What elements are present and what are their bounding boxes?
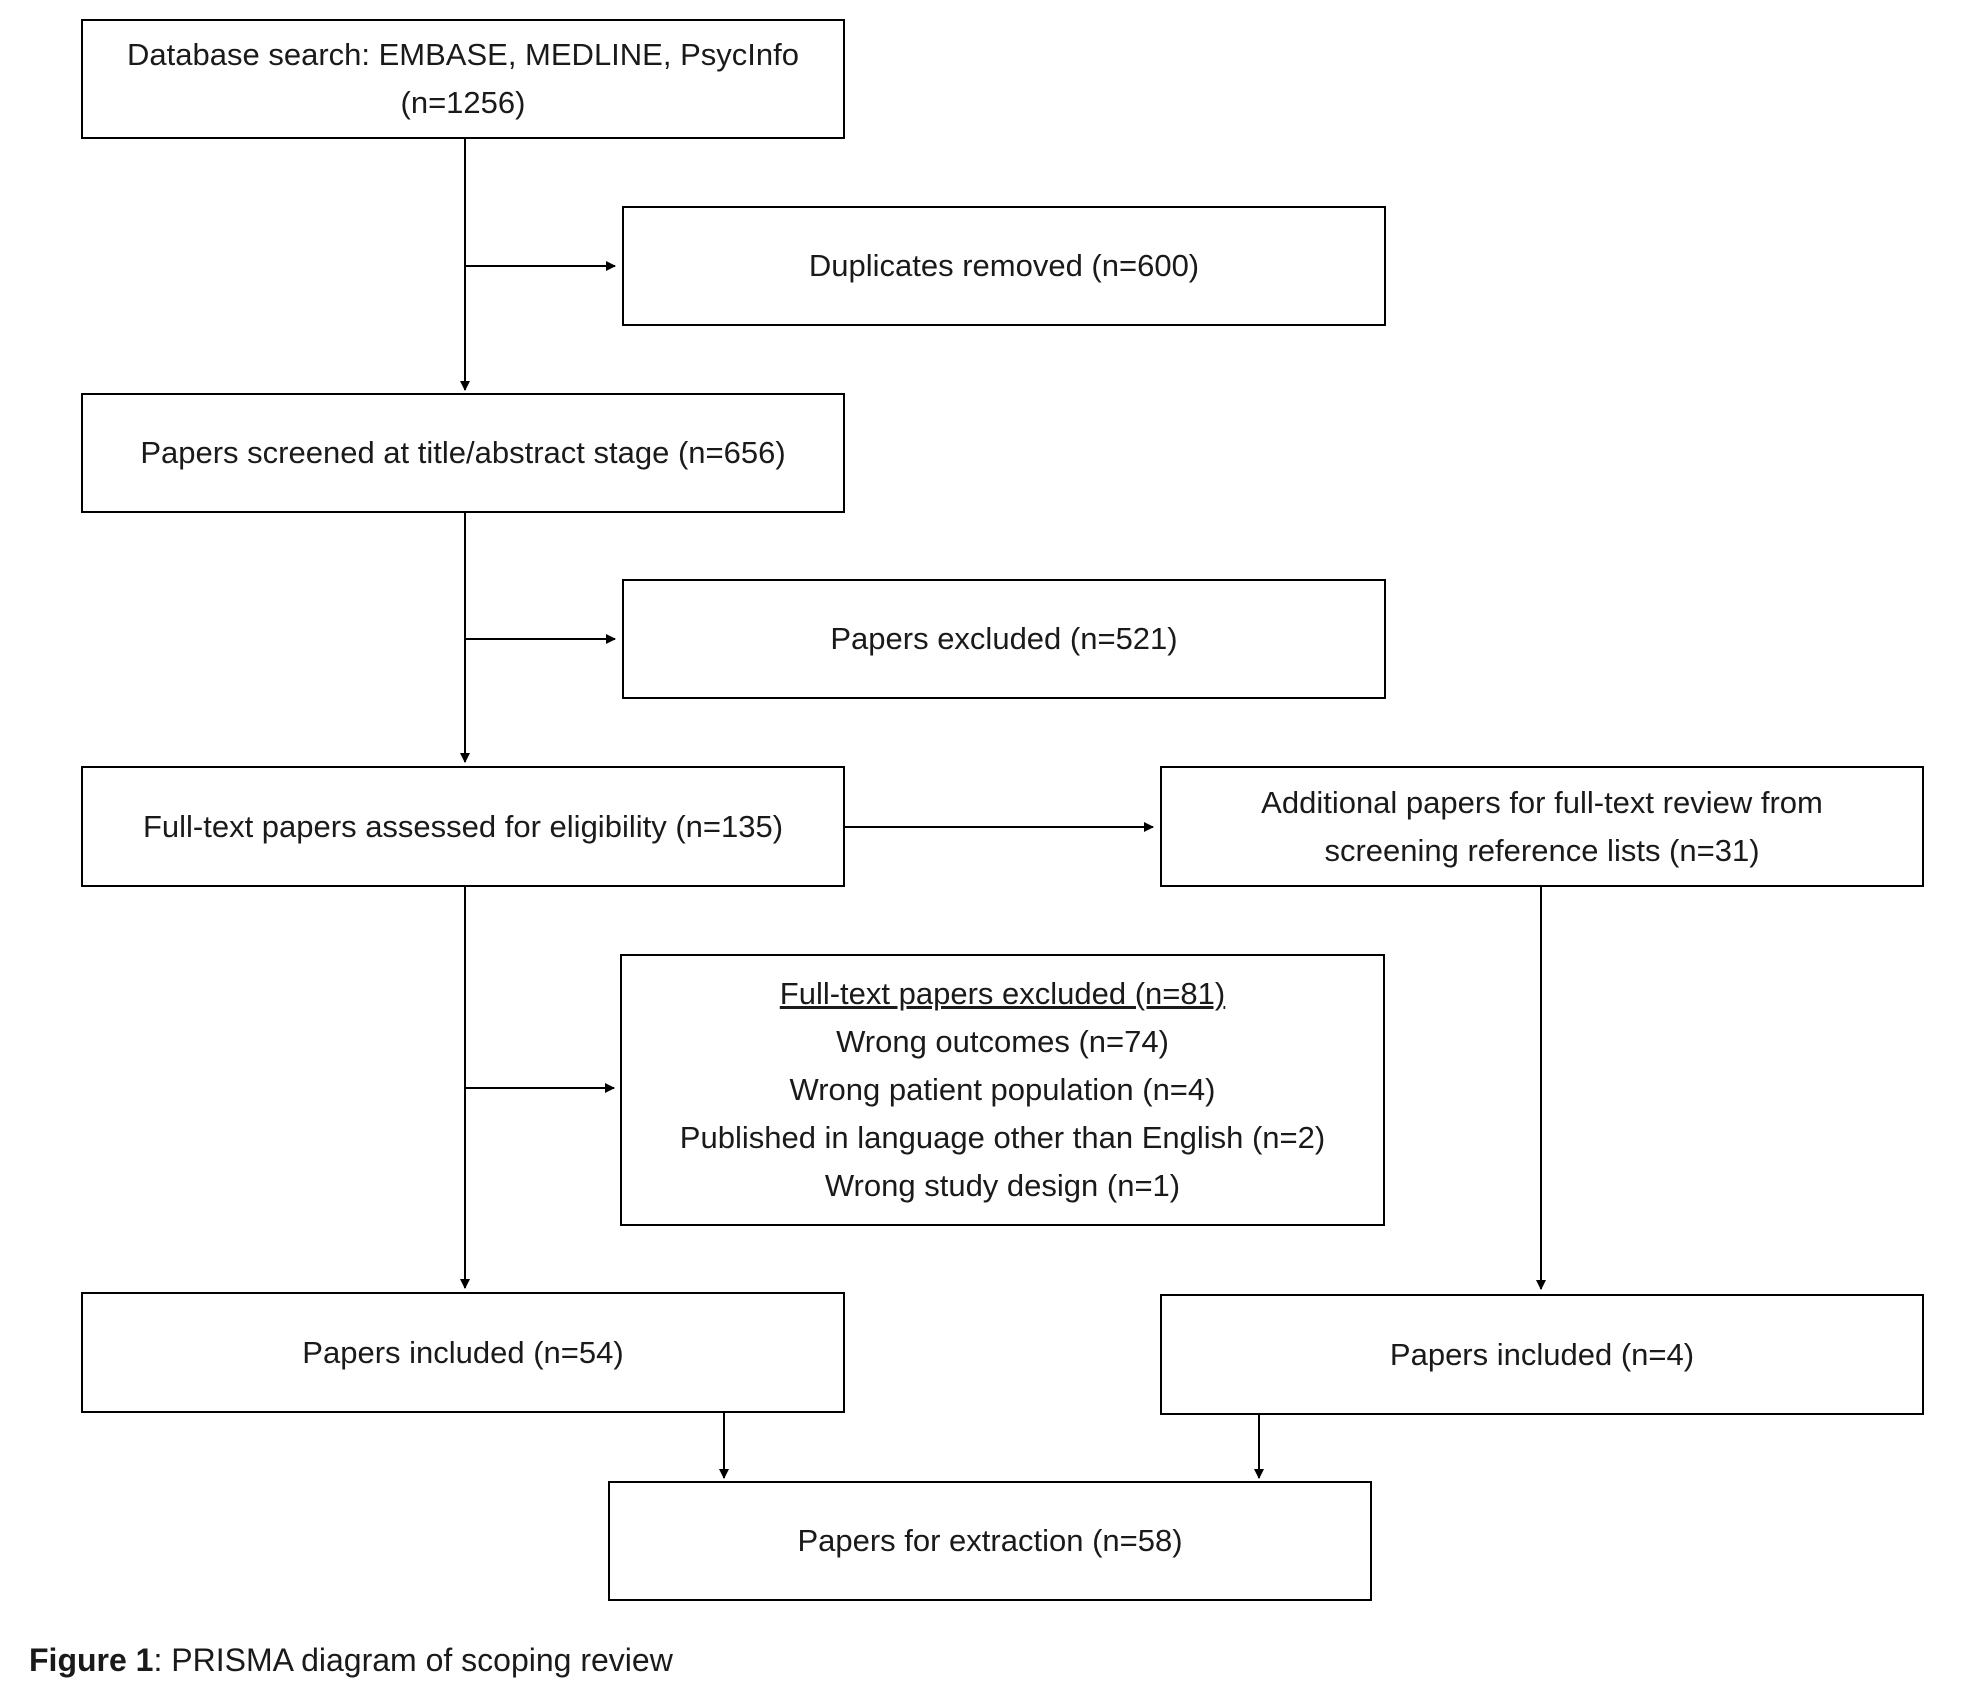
additional-papers-line1: Additional papers for full-text review f… (1261, 784, 1823, 820)
exclusion-reason: Wrong outcomes (n=74) (836, 1024, 1169, 1059)
included-right-box: Papers included (n=4) (1160, 1294, 1924, 1415)
extraction-box: Papers for extraction (n=58) (608, 1481, 1372, 1601)
excluded-text: Papers excluded (n=521) (830, 621, 1178, 656)
duplicates-removed-box: Duplicates removed (n=600) (622, 206, 1386, 326)
screened-text: Papers screened at title/abstract stage … (140, 435, 786, 470)
fulltext-assessed-box: Full-text papers assessed for eligibilit… (81, 766, 845, 887)
exclusion-reason: Wrong patient population (n=4) (789, 1072, 1216, 1107)
excluded-box: Papers excluded (n=521) (622, 579, 1386, 699)
database-search-box: Database search: EMBASE, MEDLINE, PsycIn… (81, 19, 845, 139)
figure-caption-text: : PRISMA diagram of scoping review (153, 1642, 673, 1678)
exclusion-reason: Wrong study design (n=1) (824, 1168, 1181, 1203)
screened-box: Papers screened at title/abstract stage … (81, 393, 845, 513)
fulltext-assessed-text: Full-text papers assessed for eligibilit… (142, 808, 784, 844)
figure-label: Figure 1 (29, 1642, 154, 1678)
additional-papers-box: Additional papers for full-text review f… (1160, 766, 1924, 887)
duplicates-removed-text: Duplicates removed (n=600) (808, 248, 1200, 283)
extraction-text: Papers for extraction (n=58) (797, 1523, 1183, 1558)
included-right-text: Papers included (n=4) (1389, 1336, 1695, 1372)
additional-papers-line2: screening reference lists (n=31) (1324, 832, 1760, 868)
database-search-line2: (n=1256) (400, 85, 526, 120)
figure-caption: Figure 1: PRISMA diagram of scoping revi… (29, 1640, 673, 1680)
fulltext-excluded-box: Full-text papers excluded (n=81) Wrong o… (620, 954, 1385, 1226)
included-left-text: Papers included (n=54) (302, 1334, 624, 1370)
fulltext-excluded-heading: Full-text papers excluded (n=81) (779, 976, 1226, 1011)
exclusion-reason: Published in language other than English… (679, 1120, 1326, 1155)
database-search-line1: Database search: EMBASE, MEDLINE, PsycIn… (127, 37, 799, 72)
included-left-box: Papers included (n=54) (81, 1292, 845, 1413)
